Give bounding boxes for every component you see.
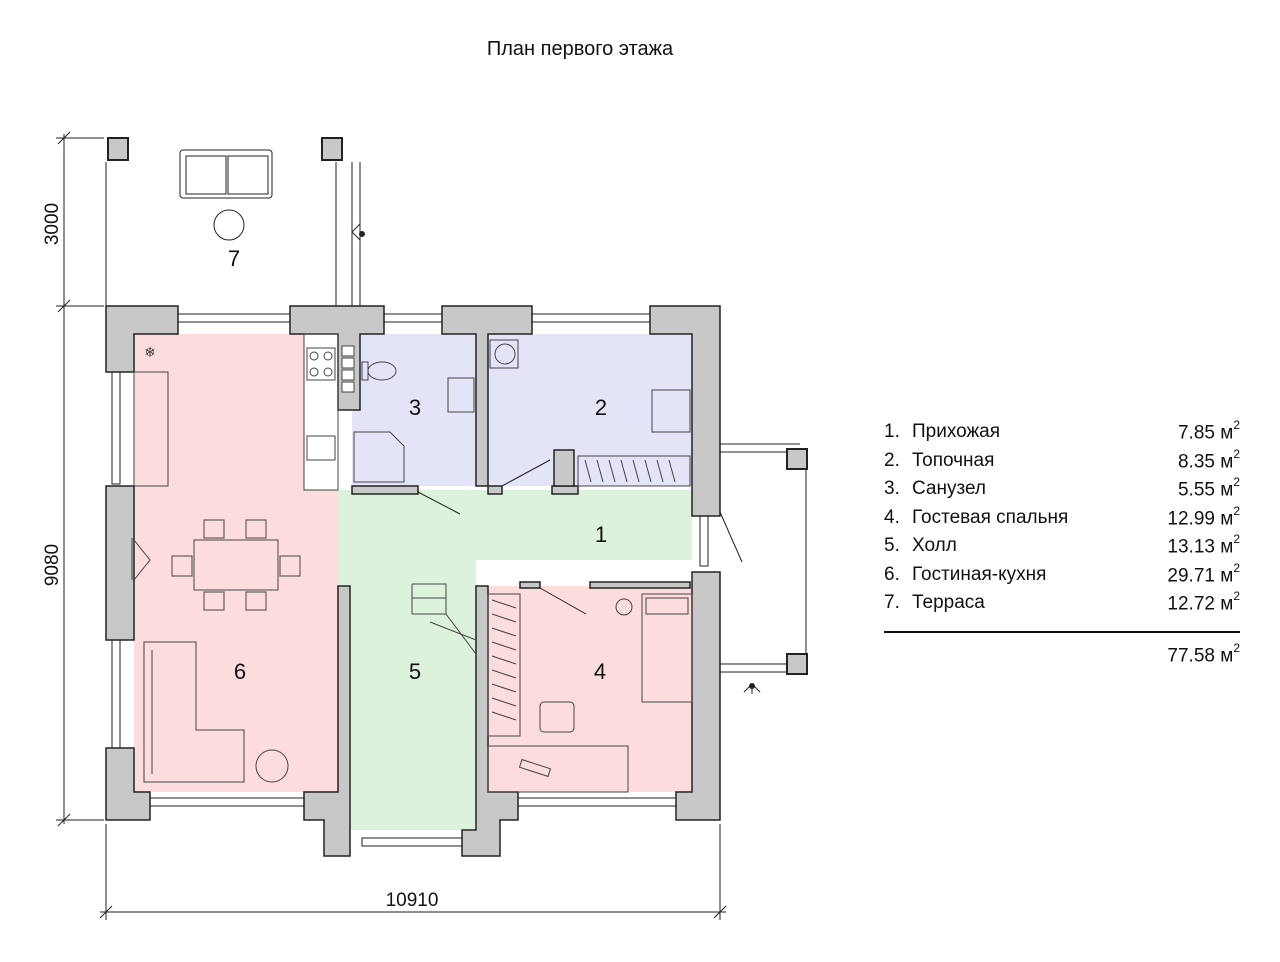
legend-room-area: 12.99 м2: [1167, 503, 1240, 529]
room-zones: [134, 334, 692, 830]
legend-number: 4.: [884, 506, 900, 528]
legend-room-name: Топочная: [912, 449, 995, 471]
legend-row: 3. Санузел 5.55 м2: [884, 475, 1240, 504]
zone-guest-bedroom: [488, 586, 692, 792]
legend-row: 1. Прихожая 7.85 м2: [884, 418, 1240, 447]
room-label-3: 3: [409, 395, 421, 420]
boiler-icon: [341, 345, 355, 393]
room-label-5: 5: [409, 659, 421, 684]
porch: [720, 443, 808, 694]
legend-number: 6.: [884, 563, 900, 585]
legend-row: 6. Гостиная-кухня 29.71 м2: [884, 561, 1240, 590]
legend-row: 2. Топочная 8.35 м2: [884, 447, 1240, 476]
house-depth-dimension: 9080: [42, 544, 63, 586]
stairs-icon: [411, 583, 477, 655]
legend-row: 4. Гостевая спальня 12.99 м2: [884, 504, 1240, 533]
doors: [417, 459, 743, 615]
dining-table-icon: [171, 519, 301, 611]
chair-icon: [539, 701, 575, 733]
room-labels: 1 2 3 4 5 6 7: [228, 246, 607, 684]
zone-living-kitchen: [134, 334, 338, 792]
stove-icon: [306, 347, 336, 381]
legend-number: 1.: [884, 421, 900, 443]
utility-sink-icon: [651, 389, 691, 433]
room-area-legend: 1. Прихожая 7.85 м2 2. Топочная 8.35 м2 …: [884, 418, 1240, 667]
toilet-icon: [361, 361, 397, 381]
bed-icon: [641, 593, 693, 703]
furniture: ❄: [131, 333, 693, 793]
legend-number: 5.: [884, 535, 900, 557]
legend-room-area: 5.55 м2: [1177, 475, 1240, 501]
legend-room-name: Холл: [912, 535, 957, 557]
floor-lamp-icon: [615, 598, 633, 616]
legend-number: 2.: [884, 449, 900, 471]
desk-icon: [487, 745, 629, 793]
legend-room-area: 12.72 м2: [1167, 589, 1240, 615]
legend-room-name: Терраса: [912, 592, 985, 614]
terrace-post: [321, 137, 343, 161]
closet: [487, 593, 521, 737]
legend-room-name: Гостевая спальня: [912, 506, 1069, 528]
shower-icon: [353, 431, 405, 483]
terrace-post: [107, 137, 129, 161]
legend-room-name: Санузел: [912, 478, 987, 500]
room-label-1: 1: [595, 522, 607, 547]
room-label-2: 2: [595, 395, 607, 420]
room-label-4: 4: [594, 659, 606, 684]
floor-plan: ❄: [42, 131, 808, 920]
kitchen-sink-icon: [306, 435, 336, 461]
room-label-7: 7: [228, 246, 240, 271]
legend-room-name: Гостиная-кухня: [912, 563, 1047, 585]
fridge-icon: ❄: [144, 344, 156, 360]
counter: [133, 371, 169, 487]
washing-machine-icon: [494, 343, 516, 365]
terrace-depth-dimension: 3000: [42, 203, 63, 245]
legend-number: 3.: [884, 478, 900, 500]
wardrobe: [577, 455, 691, 487]
legend-row: 5. Холл 13.13 м2: [884, 532, 1240, 561]
washbasin-icon: [447, 377, 475, 413]
legend-room-area: 13.13 м2: [1167, 532, 1240, 558]
house-width-dimension: 10910: [386, 890, 439, 911]
zone-bathroom: [352, 334, 476, 486]
coffee-table-icon: [255, 749, 289, 783]
legend-total-area: 77.58 м2: [1167, 640, 1240, 666]
legend-room-area: 8.35 м2: [1177, 446, 1240, 472]
plan-title: План первого этажа: [486, 38, 674, 60]
legend-room-area: 7.85 м2: [1177, 418, 1240, 444]
room-label-6: 6: [234, 659, 246, 684]
corner-sofa-icon: [143, 641, 245, 783]
zone-boiler-room: [488, 334, 692, 486]
terrace: [105, 137, 365, 308]
legend-divider: [884, 630, 1240, 633]
porch-post: [786, 653, 808, 675]
legend-number: 7.: [884, 592, 900, 614]
dimension-lines: [56, 131, 727, 920]
porch-post: [786, 448, 808, 470]
sofa-icon: [179, 149, 273, 199]
legend-row: 7. Терраса 12.72 м2: [884, 589, 1240, 618]
kitchen-counter: [303, 333, 339, 491]
zone-hall: [338, 490, 692, 830]
legend-room-area: 29.71 м2: [1167, 560, 1240, 586]
round-table-icon: [213, 209, 245, 241]
legend-room-name: Прихожая: [912, 421, 1001, 443]
